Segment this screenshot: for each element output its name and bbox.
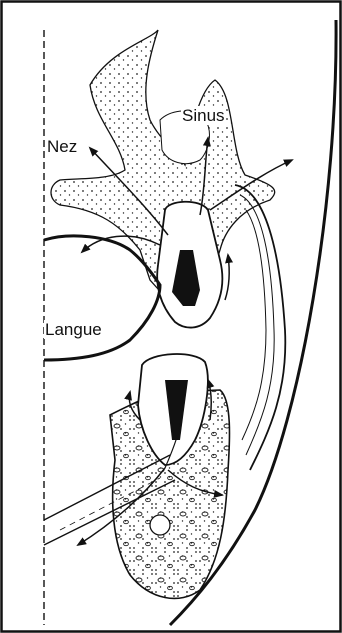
cheek-tissue-outer: [235, 185, 285, 470]
label-tongue: Langue: [44, 320, 103, 339]
label-sinus: Sinus: [181, 106, 226, 125]
mandible-canal: [150, 515, 170, 535]
cheek-tissue-inner: [242, 210, 266, 440]
arrow-vestibule-upper: [225, 255, 229, 300]
label-nose: Nez: [46, 137, 78, 156]
cheek-tissue-mid: [240, 195, 274, 455]
